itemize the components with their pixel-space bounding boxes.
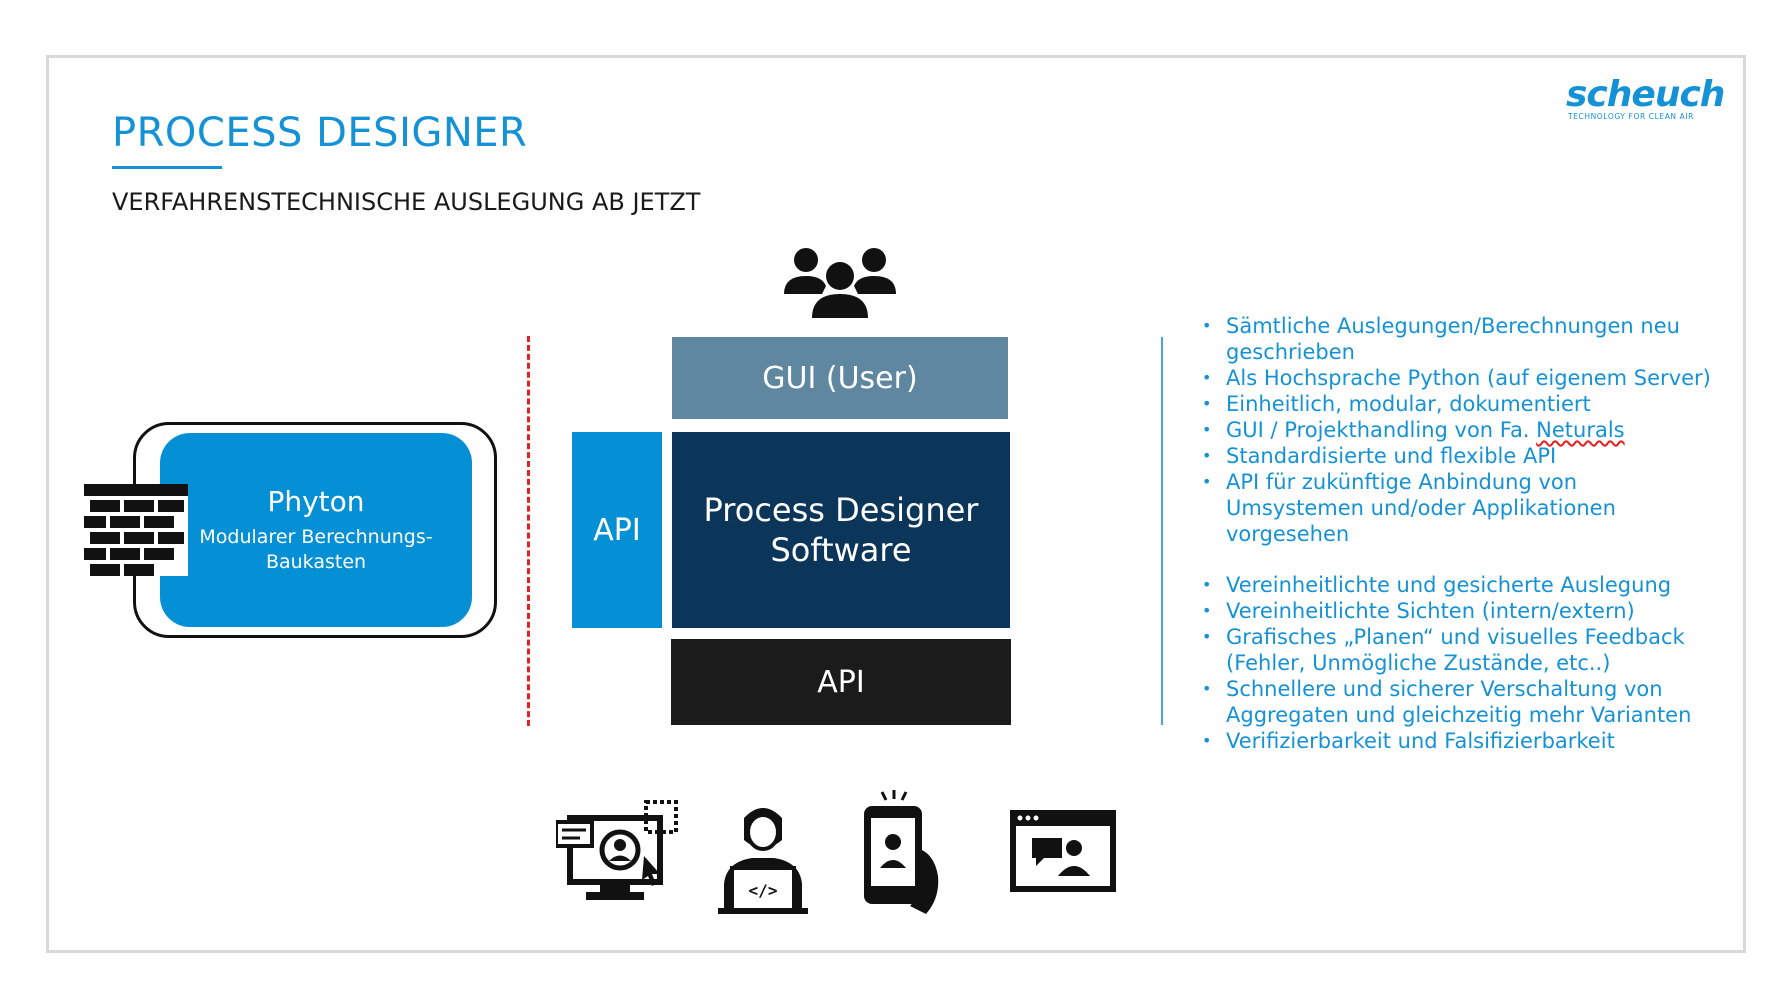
module-subtitle-line2: Baukasten	[265, 551, 367, 573]
list-item: Verifizierbarkeit und Falsifizierbarkeit	[1200, 728, 1720, 754]
title-underline	[112, 166, 222, 169]
list-item: Einheitlich, modular, dokumentiert	[1200, 391, 1720, 417]
api-side-layer: API	[572, 432, 662, 628]
software-label-line1: Process Designer	[703, 491, 979, 529]
gui-layer: GUI (User)	[672, 337, 1008, 419]
list-item: Grafisches „Planen“ und visuelles Feedba…	[1200, 624, 1720, 676]
red-dashed-divider	[527, 336, 530, 726]
api-bottom-layer: API	[671, 639, 1011, 725]
logo-tagline: TECHNOLOGY FOR CLEAN AIR	[1568, 112, 1694, 121]
module-subtitle-line1: Modularer Berechnungs-	[199, 526, 433, 548]
list-item: Vereinheitlichte Sichten (intern/extern)	[1200, 598, 1720, 624]
list-item: Standardisierte und flexible API	[1200, 443, 1720, 469]
desktop-user-click-icon	[556, 800, 678, 900]
scheuch-logo: scheuch TECHNOLOGY FOR CLEAN AIR	[1566, 74, 1726, 124]
bullet-list-benefits: Vereinheitlichte und gesicherte Auslegun…	[1200, 572, 1720, 754]
users-group-icon	[784, 248, 896, 318]
logo-wordmark: scheuch	[1566, 74, 1725, 115]
mobile-phone-user-icon	[864, 790, 939, 914]
list-item-prefix: GUI / Projekthandling von Fa.	[1226, 418, 1537, 442]
software-label-line2: Software	[770, 531, 912, 569]
svg-text:</>: </>	[749, 881, 778, 900]
list-item: Sämtliche Auslegungen/Berechnungen neu g…	[1200, 313, 1720, 365]
browser-video-call-icon	[1010, 810, 1116, 892]
list-item: Vereinheitlichte und gesicherte Auslegun…	[1200, 572, 1720, 598]
spellcheck-flagged-word: Neturals	[1536, 418, 1625, 442]
phyton-module: Phyton Modularer Berechnungs- Baukasten	[160, 433, 472, 627]
list-item: Schnellere und sicherer Verschaltung von…	[1200, 676, 1720, 728]
module-title: Phyton	[267, 485, 365, 518]
list-item: API für zukünftige Anbindung von Umsyste…	[1200, 469, 1720, 547]
brick-wall-icon	[84, 484, 188, 576]
developer-laptop-icon: </>	[718, 808, 808, 914]
page-title: PROCESS DESIGNER	[112, 110, 528, 156]
module-subtitle: Modularer Berechnungs- Baukasten	[160, 525, 472, 575]
blue-divider	[1161, 337, 1163, 725]
list-item: Als Hochsprache Python (auf eigenem Serv…	[1200, 365, 1720, 391]
list-item: GUI / Projekthandling von Fa. Neturals	[1200, 417, 1720, 443]
bullet-list-features: Sämtliche Auslegungen/Berechnungen neu g…	[1200, 313, 1720, 547]
page-subtitle: VERFAHRENSTECHNISCHE AUSLEGUNG AB JETZT	[112, 188, 701, 216]
process-designer-software-layer: Process Designer Software	[672, 432, 1010, 628]
